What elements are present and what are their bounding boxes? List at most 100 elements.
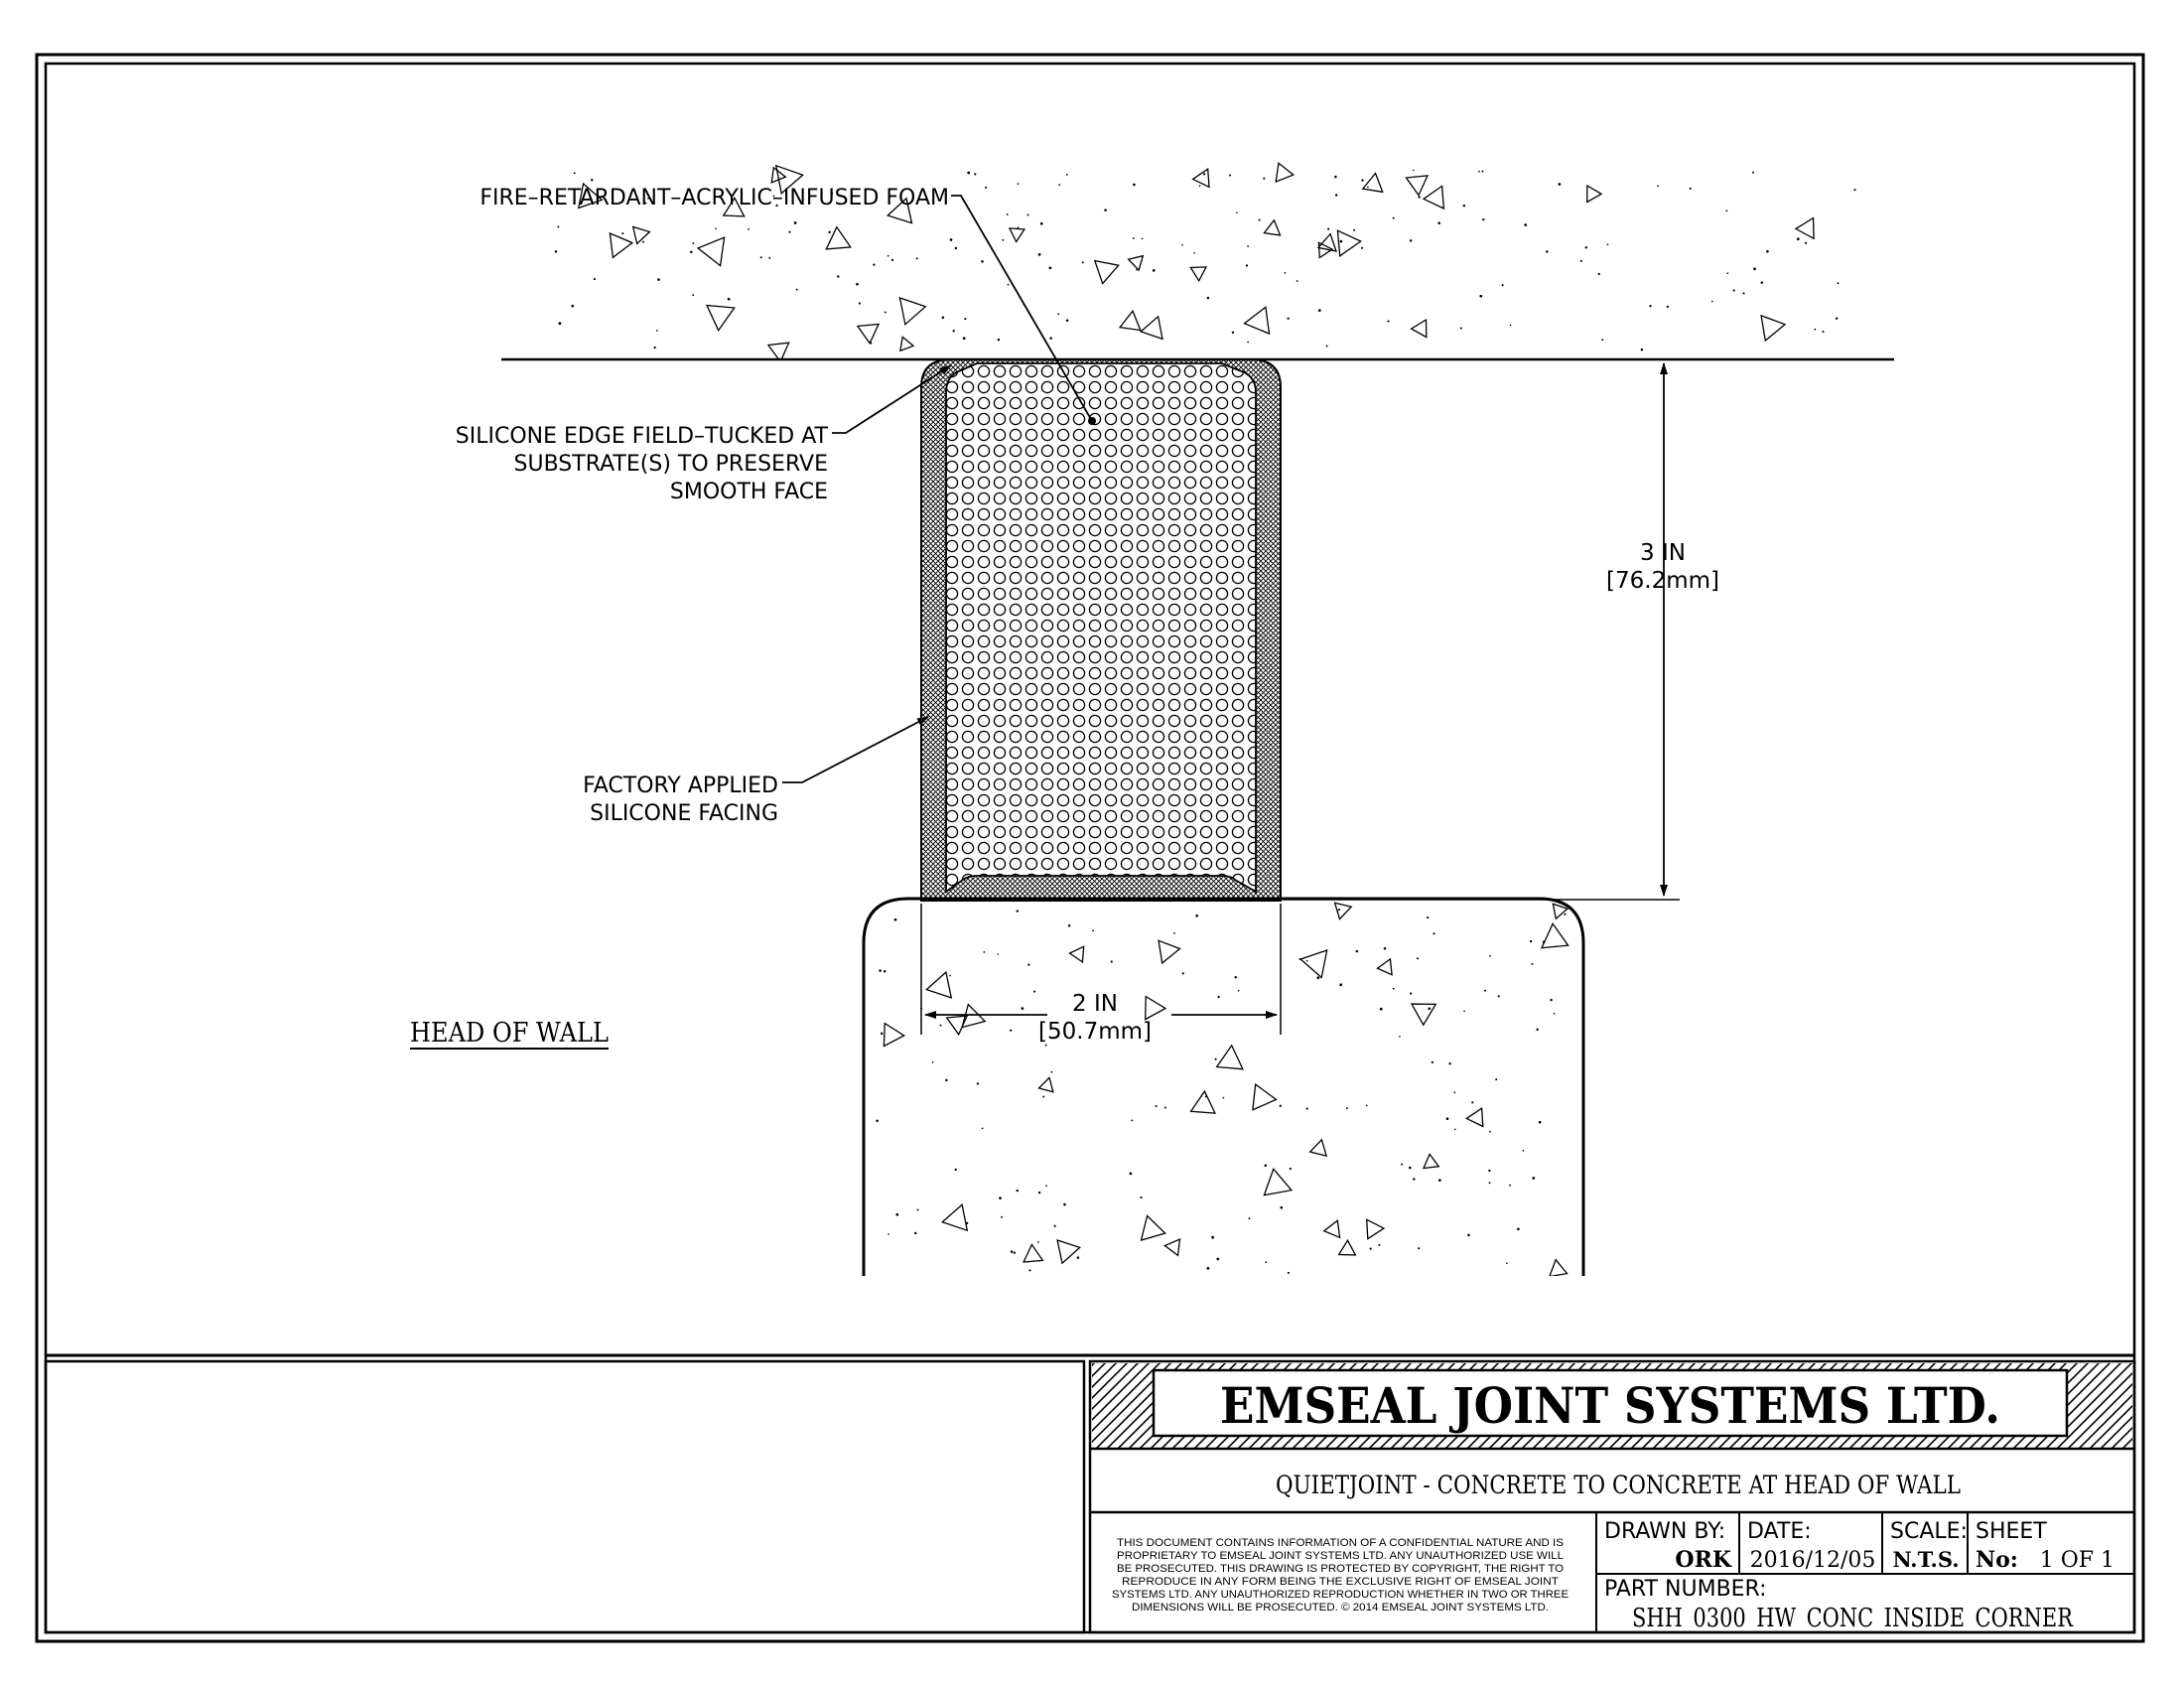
aggregate-dot [1284, 272, 1287, 274]
aggregate-dot [1501, 284, 1504, 287]
aggregate-dot [1045, 1185, 1047, 1188]
notice-line-4: REPRODUCE IN ANY FORM BEING THE EXCLUSIV… [1122, 1576, 1559, 1588]
aggregate-dot [1413, 1178, 1416, 1181]
aggregate-dot [1140, 1196, 1143, 1199]
aggregate-dot [795, 288, 798, 291]
aggregate-dot [1542, 940, 1546, 943]
aggregate-mark [722, 197, 746, 217]
aggregate-dot [1053, 1224, 1056, 1227]
aggregate-dot [828, 230, 831, 234]
sheet-label: SHEET [1976, 1519, 2047, 1544]
aggregate-dot [1409, 239, 1413, 242]
aggregate-dot [983, 950, 986, 953]
aggregate-mark [899, 336, 915, 352]
aggregate-dot [1529, 939, 1533, 943]
aggregate-dot [1092, 929, 1095, 932]
aggregate-mark [1189, 266, 1208, 283]
aggregate-dot [1345, 1107, 1348, 1110]
aggregate-mark [1252, 1082, 1278, 1111]
aggregate-dot [1195, 914, 1199, 917]
aggregate-dot [642, 240, 644, 243]
aggregate-mark [1118, 309, 1142, 332]
aggregate-mark [1333, 902, 1353, 920]
aggregate-dot [837, 275, 840, 278]
aggregate-dot [1016, 1189, 1019, 1193]
aggregate-dot [981, 1127, 984, 1130]
aggregate-dot [1037, 1191, 1041, 1195]
aggregate-dot [1229, 174, 1232, 177]
aggregate-dot [1531, 962, 1534, 965]
aggregate-dot [1245, 264, 1249, 267]
aggregate-dot [793, 221, 797, 224]
aggregate-dot [1546, 250, 1549, 253]
aggregate-dot [772, 195, 775, 198]
aggregate-dot [1327, 227, 1330, 230]
leader-silicone-edge [832, 364, 952, 434]
drawn-by-value: ORK [1675, 1547, 1731, 1573]
aggregate-dot [873, 263, 876, 266]
aggregate-dot [1710, 300, 1713, 303]
aggregate-dot [1131, 1119, 1134, 1122]
aggregate-dot [1280, 1205, 1284, 1209]
part-number-label: PART NUMBER: [1604, 1577, 1767, 1602]
aggregate-mark [1189, 1089, 1217, 1114]
aggregate-dot [1001, 1215, 1004, 1218]
aggregate-dot [1742, 292, 1745, 295]
aggregate-mark [1243, 306, 1271, 336]
aggregate-dot [1463, 1010, 1465, 1013]
aggregate-mark [1316, 232, 1337, 252]
aggregate-dot [1796, 237, 1800, 241]
aggregate-mark [1308, 1138, 1328, 1158]
aggregate-dot [1152, 269, 1156, 272]
aggregate-dot [715, 227, 717, 230]
aggregate-mark [1037, 1076, 1054, 1093]
aggregate-dot [962, 337, 966, 341]
aggregate-dot [1021, 1007, 1024, 1010]
aggregate-dot [1136, 268, 1138, 271]
label-facing-2: SILICONE FACING [590, 801, 778, 826]
aggregate-dot [1110, 960, 1113, 963]
aggregate-dot [1279, 1104, 1282, 1107]
bottom-concrete-wall [862, 897, 1585, 1276]
leader-silicone-facing [782, 716, 929, 783]
drawn-by-label: DRAWN BY: [1604, 1519, 1725, 1544]
aggregate-dot [1471, 1101, 1474, 1104]
aggregate-dot [1532, 1177, 1536, 1180]
aggregate-mark [696, 236, 726, 267]
company-name-box [1152, 1368, 2069, 1438]
aggregate-mark [1093, 259, 1120, 285]
aggregate-mark [1139, 315, 1163, 341]
aggregate-dot [692, 294, 695, 297]
aggregate-dot [1495, 1078, 1498, 1081]
aggregate-dot [1287, 1271, 1290, 1274]
aggregate-dot [644, 202, 647, 205]
aggregate-dot [1805, 241, 1808, 244]
view-title: HEAD OF WALL [410, 1018, 609, 1049]
aggregate-mark [1263, 1168, 1294, 1196]
aggregate-dot [1766, 249, 1769, 253]
aggregate-dot [1445, 1117, 1449, 1121]
aggregate-mark [1548, 1258, 1569, 1276]
aggregate-dot [974, 173, 977, 176]
aggregate-mark [1322, 1218, 1341, 1239]
aggregate-dot [1760, 281, 1764, 284]
aggregate-dot [1353, 228, 1356, 231]
aggregate-dot [1234, 976, 1237, 979]
aggregate-dot [1334, 175, 1337, 179]
aggregate-dot [593, 278, 596, 281]
aggregate-dot [1204, 1095, 1207, 1098]
aggregate-mark [1422, 1153, 1440, 1170]
aggregate-mark [1410, 1003, 1437, 1027]
aggregate-dot [964, 318, 967, 321]
aggregate-dot [759, 256, 762, 259]
title-block-frame [1088, 1359, 2136, 1634]
aggregate-dot [1216, 1257, 1220, 1261]
aggregate-dot [1017, 183, 1020, 185]
aggregate-dot [1837, 282, 1840, 285]
aggregate-mark [825, 225, 852, 250]
aggregate-dot [1247, 245, 1249, 247]
aggregate-dot [887, 254, 889, 257]
aggregate-dot [1248, 1217, 1251, 1220]
aggregate-dot [1013, 1251, 1016, 1254]
aggregate-dot [768, 256, 771, 259]
